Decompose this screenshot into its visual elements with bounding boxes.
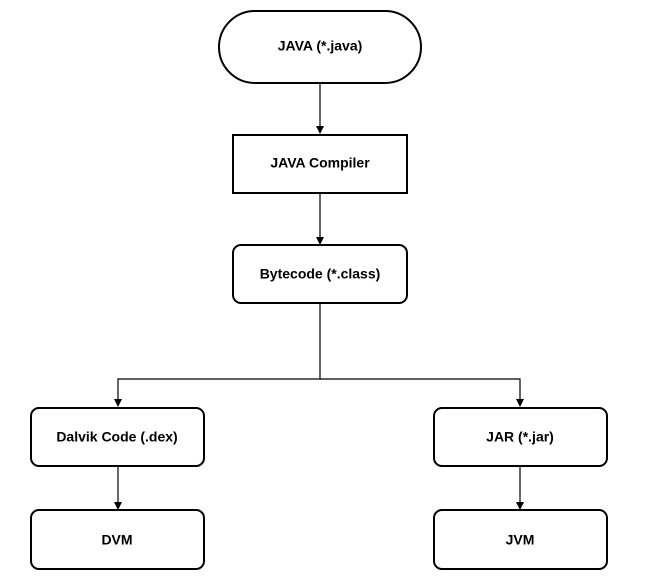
node-dvm-label: DVM bbox=[101, 532, 132, 548]
node-dvm: DVM bbox=[30, 509, 205, 570]
node-java-compiler-label: JAVA Compiler bbox=[270, 155, 370, 171]
node-jvm: JVM bbox=[433, 509, 608, 570]
terminator-shape bbox=[218, 10, 422, 84]
node-bytecode-label: Bytecode (*.class) bbox=[260, 266, 381, 282]
node-java-source: JAVA (*.java) bbox=[218, 10, 422, 84]
node-jvm-label: JVM bbox=[506, 532, 535, 548]
node-java-source-label: JAVA (*.java) bbox=[278, 38, 363, 54]
edge-bytecode-to-jar bbox=[320, 378, 524, 407]
connectors bbox=[114, 84, 524, 510]
rounded-process-shape bbox=[433, 509, 608, 570]
node-dalvik-code-label: Dalvik Code (.dex) bbox=[56, 429, 177, 445]
node-jar-label: JAR (*.jar) bbox=[486, 429, 554, 445]
process-shape bbox=[232, 134, 408, 194]
rounded-process-shape bbox=[30, 407, 205, 467]
rounded-process-shape bbox=[232, 244, 408, 304]
node-bytecode: Bytecode (*.class) bbox=[232, 244, 408, 304]
edge-bytecode-to-dalvik bbox=[114, 304, 321, 407]
node-java-compiler: JAVA Compiler bbox=[232, 134, 408, 194]
rounded-process-shape bbox=[433, 407, 608, 467]
node-dalvik-code: Dalvik Code (.dex) bbox=[30, 407, 205, 467]
node-jar: JAR (*.jar) bbox=[433, 407, 608, 467]
rounded-process-shape bbox=[30, 509, 205, 570]
